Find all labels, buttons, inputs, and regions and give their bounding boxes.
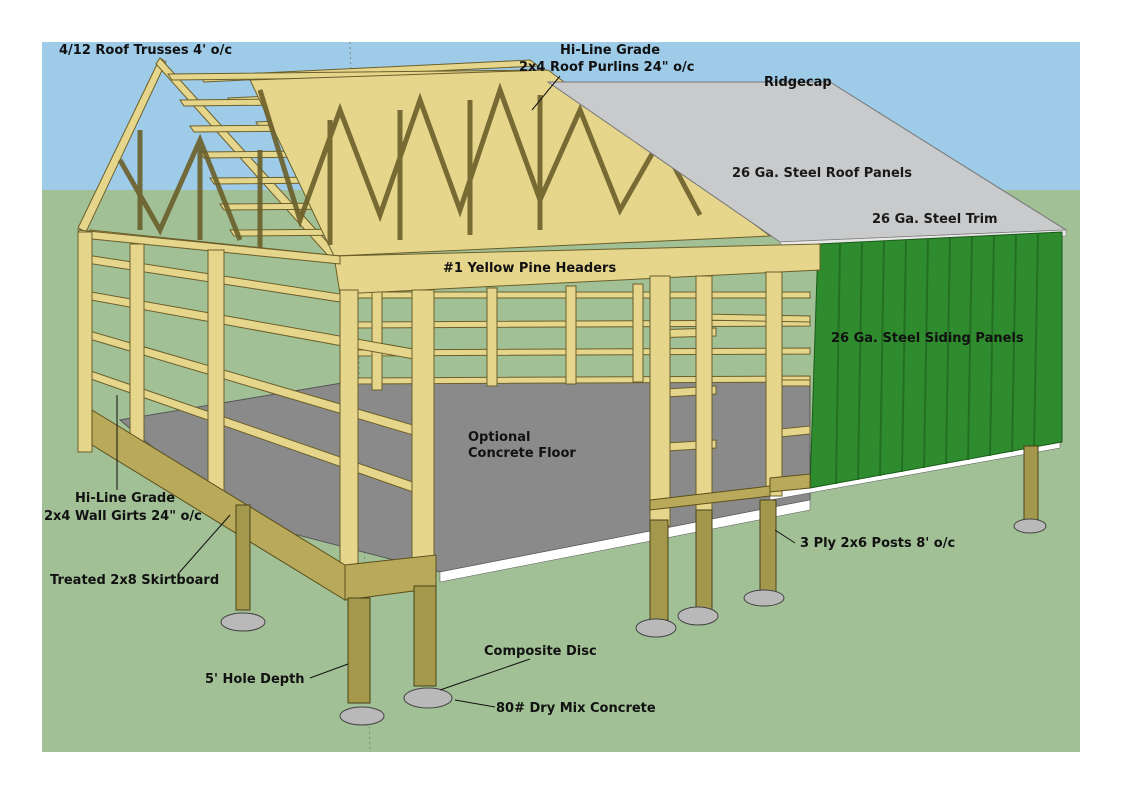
leader-lines — [116, 75, 796, 708]
label-disc: Composite Disc — [484, 644, 597, 659]
yellow-pine-header — [333, 243, 821, 295]
truss-webs — [117, 82, 703, 250]
treated-post-bottoms — [235, 445, 1039, 704]
callout-labels: 4/12 Roof Trusses 4' o/c Hi-Line Grade 2… — [44, 43, 1024, 716]
label-roof-panels: 26 Ga. Steel Roof Panels — [732, 166, 912, 181]
label-posts: 3 Ply 2x6 Posts 8' o/c — [800, 536, 955, 551]
steel-siding — [809, 231, 1063, 489]
label-skirtboard: Treated 2x8 Skirtboard — [50, 573, 219, 588]
label-floor-line1: Optional — [468, 430, 530, 445]
skirtboard — [91, 409, 811, 601]
back-wall-girts — [339, 283, 811, 391]
label-purlins-line1: Hi-Line Grade — [560, 43, 660, 58]
label-hole-depth: 5' Hole Depth — [205, 672, 305, 687]
label-headers: #1 Yellow Pine Headers — [443, 261, 616, 276]
label-trim: 26 Ga. Steel Trim — [872, 212, 998, 227]
label-purlins-line2: 2x4 Roof Purlins 24" o/c — [519, 60, 694, 75]
label-roof-trusses: 4/12 Roof Trusses 4' o/c — [59, 43, 232, 58]
concrete-footings — [220, 518, 1047, 726]
label-girts-line2: 2x4 Wall Girts 24" o/c — [44, 509, 202, 524]
label-ridgecap: Ridgecap — [764, 75, 832, 90]
label-girts-line1: Hi-Line Grade — [75, 491, 175, 506]
label-floor-line2: Concrete Floor — [468, 446, 576, 461]
label-concrete: 80# Dry Mix Concrete — [496, 701, 656, 716]
label-siding: 26 Ga. Steel Siding Panels — [831, 331, 1024, 346]
